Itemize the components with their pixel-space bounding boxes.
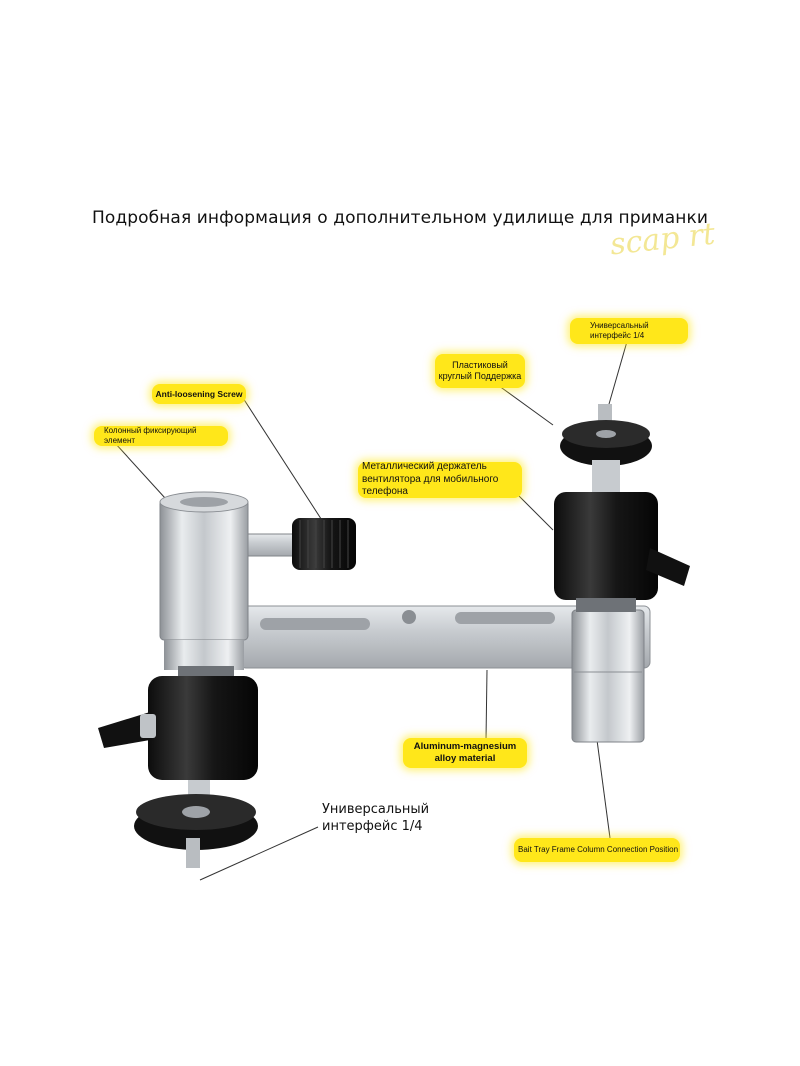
anti-loosening-screw [247,518,356,570]
label-bait-tray-connection: Bait Tray Frame Column Connection Positi… [514,838,680,862]
label-metal-holder: Металлический держатель вентилятора для … [358,461,522,498]
label-plastic-support: Пластиковый круглый Поддержка [435,354,525,388]
label-universal-interface-bottom: Универсальный интерфейс 1/4 [322,802,430,834]
right-column [571,609,645,743]
aluminum-bar [239,605,651,669]
title: Подробная информация о дополнительном уд… [92,208,708,228]
label-universal-interface-top: Универсальный интерфейс 1/4 [570,318,688,344]
label-aluminum-alloy: Aluminum-magnesium alloy material [403,738,527,768]
label-column-fixing-element: Колонный фиксирующий элемент [94,426,228,446]
label-anti-loosening-screw: Anti-loosening Screw [152,384,246,404]
leader-lines [114,337,629,881]
left-column [159,491,249,670]
top-ball-head [554,404,690,612]
bottom-ball-head [98,666,258,868]
